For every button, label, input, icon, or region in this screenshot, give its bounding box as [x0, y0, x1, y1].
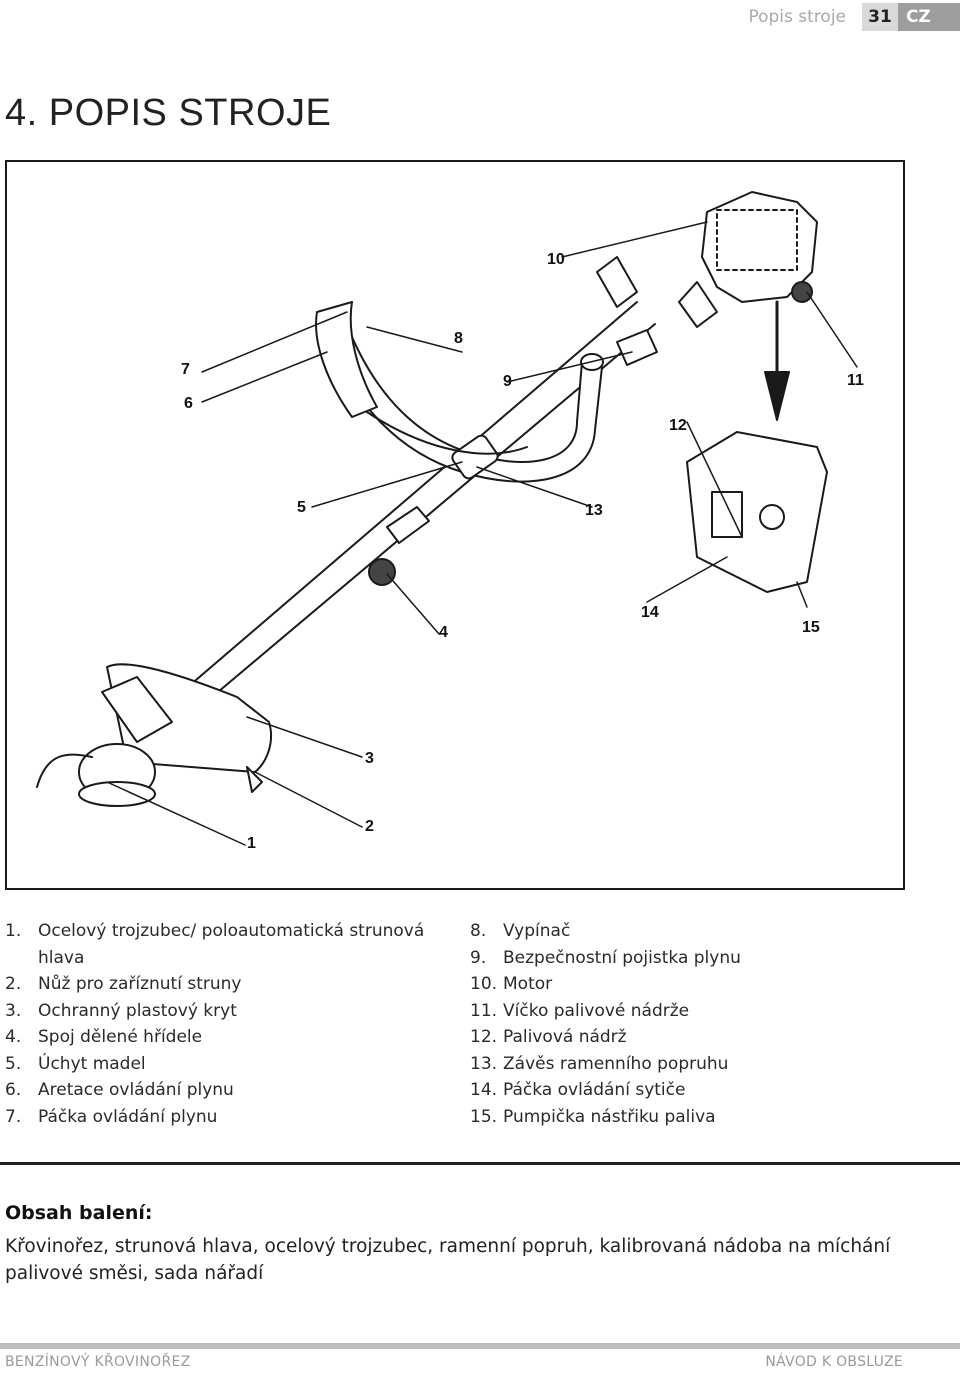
legend-number: 1.: [5, 921, 22, 941]
legend-text: Ochranný plastový kryt: [38, 1000, 237, 1021]
gearbox: [101, 676, 173, 743]
legend-text: Palivová nádrž: [503, 1027, 627, 1047]
language-badge: CZ: [898, 3, 960, 31]
legend-item: 10.Motor: [470, 971, 890, 998]
legend-text: Motor: [503, 974, 553, 994]
legend-text: Spoj dělené hřídele: [38, 1027, 203, 1047]
detail-arrow-head: [764, 371, 790, 421]
legend-number: 4.: [5, 1027, 22, 1047]
footer-rule: [0, 1343, 960, 1349]
switch-box: [616, 329, 658, 366]
legend-item: 2. Nůž pro zaříznutí struny: [5, 971, 425, 998]
line-cutter: [246, 766, 263, 793]
trimmer-line: [36, 753, 93, 788]
callout-7: 7: [181, 361, 190, 378]
legend-number: 8.: [470, 921, 487, 941]
page-number: 31: [862, 3, 898, 31]
callout-6: 6: [184, 395, 193, 412]
callout-9: 9: [503, 373, 512, 390]
callout-3: 3: [365, 750, 374, 767]
switch-pointer: [596, 256, 638, 308]
legend-item: 8. Vypínač: [470, 918, 890, 945]
legend-item: 13.Závěs ramenního popruhu: [470, 1051, 890, 1078]
callout-11: 11: [847, 372, 864, 389]
legend-text: Aretace ovládání plynu: [38, 1080, 234, 1100]
callout-5: 5: [297, 499, 306, 516]
header-section-title: Popis stroje: [748, 7, 846, 27]
footer-manual: NÁVOD K OBSLUZE: [765, 1354, 903, 1370]
brushcutter-drawing: [36, 191, 858, 846]
legend-item: 4. Spoj dělené hřídele: [5, 1024, 425, 1051]
legend-text: Víčko palivové nádrže: [503, 1000, 690, 1021]
throttle-cable: [366, 411, 528, 455]
legend-number: 10.: [470, 974, 498, 994]
page-title: 4. POPIS STROJE: [5, 92, 332, 134]
legend-number: 11.: [470, 1000, 498, 1021]
legend-text: Závěs ramenního popruhu: [503, 1053, 729, 1074]
legend-number: 15.: [470, 1106, 498, 1127]
legend-item: 9. Bezpečnostní pojistka plynu: [470, 945, 890, 972]
shaft-joint: [386, 506, 430, 544]
package-heading: Obsah balení:: [5, 1202, 153, 1224]
legend-number: 7.: [5, 1106, 22, 1127]
handle-grip: [315, 301, 378, 418]
handlebar: [324, 311, 603, 483]
legend-number: 14.: [470, 1080, 498, 1100]
section-divider: [0, 1162, 960, 1165]
carburettor-detail: [686, 431, 828, 593]
callout-8: 8: [454, 330, 463, 347]
legend-left: 1. Ocelový trojzubec/ poloautomatická str…: [5, 918, 425, 1130]
callout-14: 14: [641, 604, 659, 621]
joint-knob: [368, 558, 396, 586]
legend-number: 6.: [5, 1080, 22, 1100]
legend-item: 1. Ocelový trojzubec/ poloautomatická str…: [5, 918, 425, 971]
callout-4: 4: [439, 624, 448, 641]
legend-item: 11.Víčko palivové nádrže: [470, 998, 890, 1025]
legend-number: 9.: [470, 947, 487, 968]
engine-fins: [716, 209, 798, 271]
package-contents: Křovinořez, strunová hlava, ocelový troj…: [5, 1236, 891, 1284]
callout-2: 2: [365, 818, 374, 835]
fuel-cap: [791, 281, 813, 303]
callout-12: 12: [669, 417, 687, 434]
footer-product: BENZÍNOVÝ KŘOVINOŘEZ: [5, 1354, 191, 1370]
legend-right: 8.Vypínač 9.Bezpečnostní pojistka plynu …: [470, 918, 890, 1130]
legend-text: Úchyt madel: [38, 1053, 146, 1074]
shaft-upper-line: [181, 301, 638, 693]
callout-15: 15: [802, 619, 820, 636]
legend-item: 5. Úchyt madel: [5, 1051, 425, 1078]
legend-number: 3.: [5, 1000, 22, 1021]
callout-1: 1: [247, 835, 256, 852]
callout-10: 10: [547, 251, 565, 268]
legend-text: Pumpička nástřiku paliva: [503, 1106, 716, 1127]
legend-item: 6. Aretace ovládání plynu: [5, 1077, 425, 1104]
legend-item: 7. Páčka ovládání plynu: [5, 1104, 425, 1131]
machine-diagram: 1 2 3 4 5 6 7 8 9 10 11 12 13 14 15: [5, 160, 905, 890]
legend-number: 12.: [470, 1027, 498, 1047]
legend-number: 13.: [470, 1053, 498, 1074]
legend-item: 3. Ochranný plastový kryt: [5, 998, 425, 1025]
legend-text: Bezpečnostní pojistka plynu: [503, 947, 741, 968]
legend-text: Ocelový trojzubec/ poloautomatická strun…: [38, 921, 425, 968]
legend-text: Vypínač: [503, 921, 571, 941]
callout-13: 13: [585, 502, 603, 519]
engine-coupling: [678, 281, 718, 328]
legend-item: 14.Páčka ovládání sytiče: [470, 1077, 890, 1104]
legend-text: Páčka ovládání plynu: [38, 1106, 218, 1127]
legend-item: 15.Pumpička nástřiku paliva: [470, 1104, 890, 1131]
legend-text: Páčka ovládání sytiče: [503, 1080, 686, 1100]
legend-text: Nůž pro zaříznutí struny: [38, 974, 242, 994]
legend-number: 2.: [5, 974, 22, 994]
legend-number: 5.: [5, 1053, 22, 1074]
legend-item: 12.Palivová nádrž: [470, 1024, 890, 1051]
